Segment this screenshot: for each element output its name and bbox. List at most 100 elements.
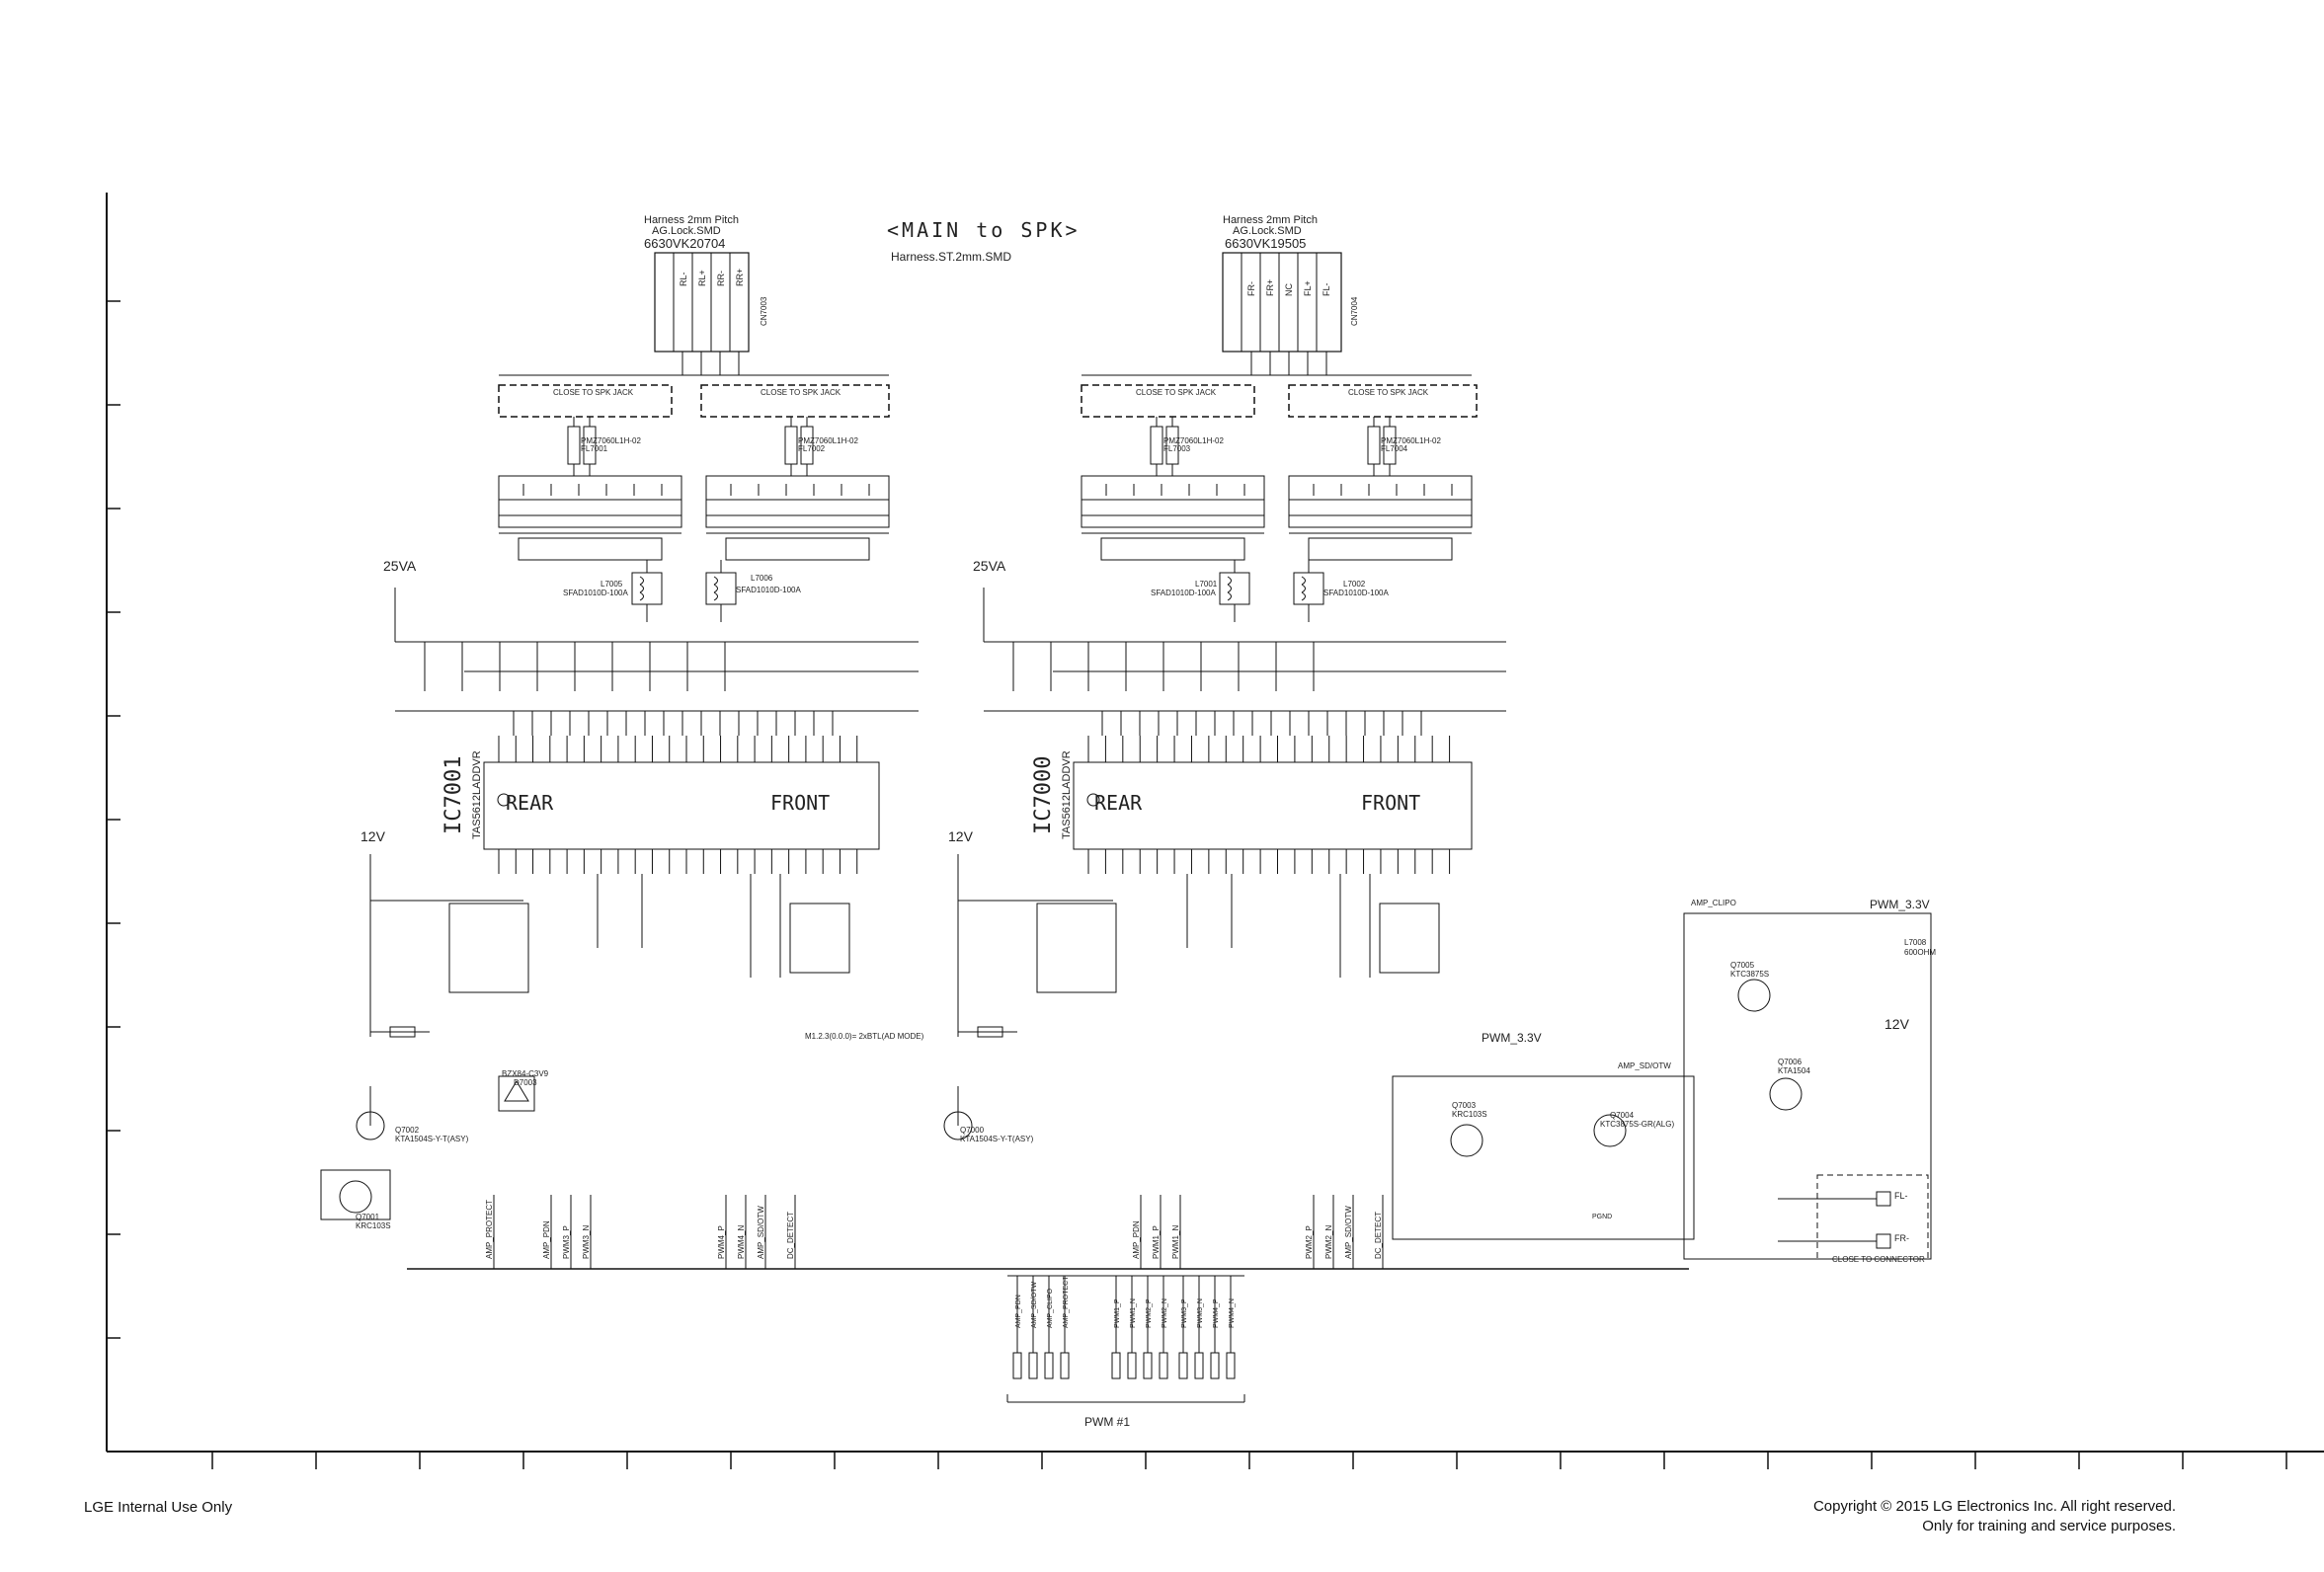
filter-part-4: PMZ7060L1H-02	[1381, 436, 1441, 445]
footer-internal-use: LGE Internal Use Only	[84, 1499, 233, 1516]
q7001-part: KRC103S	[356, 1221, 391, 1230]
harness-right-line1: Harness 2mm Pitch	[1223, 214, 1318, 226]
q7002-ref: Q7002	[395, 1126, 420, 1135]
filter-part-3: PMZ7060L1H-02	[1163, 436, 1224, 445]
amp-sd-label: AMP_SD/OTW	[1618, 1061, 1671, 1070]
harness-right-pin-4: FL+	[1303, 280, 1313, 296]
harness-right-line2: AG.Lock.SMD	[1233, 225, 1302, 237]
q7003-ref: Q7003	[1452, 1101, 1477, 1110]
q7005-part: KTC3875S	[1730, 970, 1769, 979]
rail-pwm33-right: PWM_3.3V	[1870, 898, 1930, 911]
filter-part-2: PMZ7060L1H-02	[798, 436, 858, 445]
diagram-subtitle: Harness.ST.2mm.SMD	[891, 250, 1011, 264]
inductor-part-1: SFAD1010D-100A	[563, 589, 628, 597]
inductor-label-4: L7002	[1343, 580, 1366, 589]
harness-wires	[499, 352, 1472, 376]
harness-left: Harness 2mm Pitch AG.Lock.SMD 6630VK2070…	[644, 214, 768, 353]
connector-pin-11: PWM4_P	[1213, 1298, 1220, 1328]
bus-label-left-4: PWM3_N	[582, 1225, 591, 1259]
harness-left-pin-4: RR+	[735, 269, 745, 286]
bus-label-right-5: PWM2_N	[1324, 1225, 1333, 1259]
rc-networks	[498, 475, 1473, 561]
supply-decoupling	[394, 588, 1506, 736]
d7003-part: BZX84-C3V9	[502, 1069, 549, 1078]
rail-pwm33-mid: PWM_3.3V	[1482, 1031, 1542, 1045]
connector-pin-3: AMP_CLIPO	[1047, 1288, 1054, 1328]
connector-pin-7: PWM2_P	[1146, 1298, 1153, 1328]
harness-right-pin-5: FL-	[1322, 282, 1331, 296]
bus-label-right-1: AMP_PDN	[1132, 1220, 1141, 1259]
amplifier-ics	[483, 736, 1473, 874]
bus-label-left-8: DC_DETECT	[786, 1212, 795, 1259]
filter-part-1: PMZ7060L1H-02	[581, 436, 641, 445]
harness-right-pin-1: FR-	[1246, 281, 1256, 296]
harness-left-pin-2: RL+	[697, 270, 707, 286]
inductor-part-4: SFAD1010D-100A	[1323, 589, 1389, 597]
ic-right-ref: IC7000	[1031, 756, 1056, 834]
harness-left-line2: AG.Lock.SMD	[652, 225, 721, 237]
inductor-label-2: L7006	[751, 574, 773, 583]
ic-right-part: TAS5612LADDVR	[1061, 750, 1073, 839]
connector-pin-4: AMP_PROTECT	[1063, 1276, 1070, 1328]
close-to-jack-3: CLOSE TO SPK JACK	[1136, 388, 1217, 397]
d7003-ref: D7003	[514, 1078, 537, 1087]
rail-12v-far: 12V	[1884, 1016, 1910, 1032]
harness-right-pin-2: FR+	[1265, 279, 1275, 296]
filter-label-2: FL7002	[798, 444, 826, 453]
q7000-ref: Q7000	[960, 1126, 985, 1135]
bus-label-right-4: PWM2_P	[1305, 1225, 1314, 1259]
footer-copyright-line2: Only for training and service purposes.	[1922, 1518, 2176, 1534]
inductor-part-2: SFAD1010D-100A	[736, 586, 801, 594]
footer-copyright: Copyright © 2015 LG Electronics Inc. All…	[1813, 1497, 2176, 1536]
connector-pin-12: PWM4_N	[1229, 1298, 1236, 1328]
close-to-jack-4: CLOSE TO SPK JACK	[1348, 388, 1429, 397]
harness-right-pin-3: NC	[1284, 283, 1294, 296]
connector-pin-6: PWM1_N	[1130, 1298, 1137, 1328]
q7000-part: KTA1504S-Y-T(ASY)	[960, 1135, 1034, 1143]
bus-label-left-3: PWM3_P	[562, 1225, 571, 1259]
close-to-jack-2: CLOSE TO SPK JACK	[761, 388, 841, 397]
harness-left-part: 6630VK20704	[644, 236, 725, 251]
rail-25va-left: 25VA	[383, 558, 417, 574]
q7004-part: KTC3875S-GR(ALG)	[1600, 1120, 1674, 1129]
bus-label-right-6: AMP_SD/OTW	[1344, 1206, 1353, 1259]
q7004-ref: Q7004	[1610, 1111, 1635, 1120]
bus-label-right-3: PWM1_N	[1171, 1225, 1180, 1259]
q7002-part: KTA1504S-Y-T(ASY)	[395, 1135, 469, 1143]
fr-output: FR-	[1894, 1233, 1909, 1243]
bus-label-left-7: AMP_SD/OTW	[757, 1206, 765, 1259]
connector-pin-2: AMP_SD/OTW	[1031, 1282, 1038, 1328]
inductor-blocks	[631, 560, 1324, 622]
q7001-ref: Q7001	[356, 1213, 380, 1221]
q7003-part: KRC103S	[1452, 1110, 1487, 1119]
rail-12v-right: 12V	[948, 828, 974, 844]
sheet-frame	[106, 193, 2324, 1453]
harness-right-part: 6630VK19505	[1225, 236, 1306, 251]
ic-right-front: FRONT	[1361, 791, 1420, 815]
connector-pin-9: PWM3_P	[1181, 1298, 1188, 1328]
bus-label-right-7: DC_DETECT	[1374, 1212, 1383, 1259]
harness-left-pin-3: RR-	[716, 271, 726, 286]
inductor-part-3: SFAD1010D-100A	[1151, 589, 1216, 597]
bus-label-right-2: PWM1_P	[1152, 1225, 1161, 1259]
connector-pin-8: PWM2_N	[1162, 1298, 1168, 1328]
q7006-ref: Q7006	[1778, 1058, 1803, 1066]
l7008-label: L7008	[1904, 938, 1927, 947]
q7005-ref: Q7005	[1730, 961, 1755, 970]
ic-left-part: TAS5612LADDVR	[471, 750, 483, 839]
mode-note: M1.2.3(0.0.0)= 2xBTL(AD MODE)	[805, 1032, 924, 1041]
filter-blocks	[567, 417, 1397, 476]
harness-right-name: CN7004	[1350, 296, 1359, 326]
pwm-connector-name: PWM #1	[1084, 1415, 1130, 1429]
harness-left-name: CN7003	[760, 296, 768, 326]
ic-left-front: FRONT	[770, 791, 830, 815]
footer-copyright-line1: Copyright © 2015 LG Electronics Inc. All…	[1812, 1498, 2176, 1515]
bus-label-left-2: AMP_PDN	[542, 1220, 551, 1259]
harness-right: Harness 2mm Pitch AG.Lock.SMD 6630VK1950…	[1222, 214, 1359, 353]
pgnd-mid: PGND	[1592, 1214, 1612, 1220]
fl-output: FL-	[1894, 1191, 1908, 1201]
